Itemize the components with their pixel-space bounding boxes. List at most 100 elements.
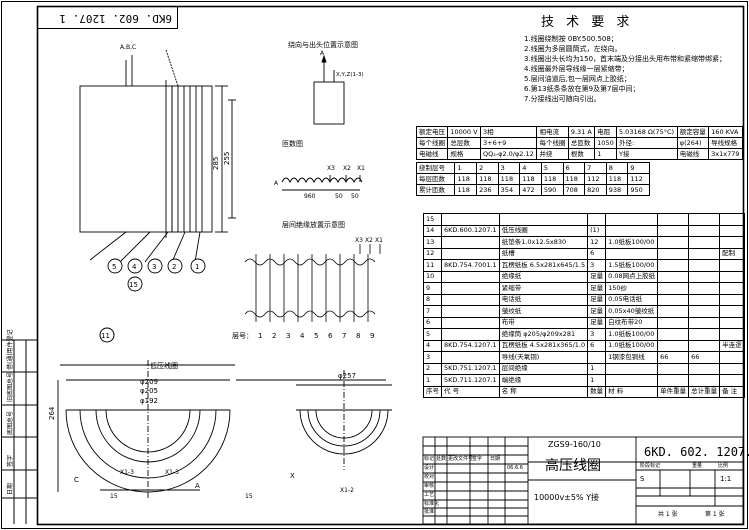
tech-requirements-title: 技 术 要 求 <box>541 15 634 30</box>
table-cell: 足量 <box>587 305 607 318</box>
mark-a: A <box>195 482 200 490</box>
table-cell <box>688 213 721 226</box>
cell: 590 <box>540 184 564 196</box>
part-name: 高压线圈 <box>545 458 601 474</box>
layer-6: 6 <box>328 332 333 340</box>
turns-960: 960 <box>304 193 316 200</box>
tb-stamp-date: 06.6.6 <box>507 465 523 471</box>
layer-insulation-title: 层间绝缘放置示意图 <box>282 221 345 229</box>
cell: 472 <box>519 184 542 196</box>
layer-9: 9 <box>370 332 374 340</box>
scale-label: 比例 <box>718 463 729 469</box>
label-abc: A,B,C <box>120 44 136 51</box>
callout-2: 2 <box>172 263 176 271</box>
tech-req-item: 3.线圈出头长均为150，首末端及分接出头用布带和紧缩带绑紧； <box>524 55 727 63</box>
tech-req-item: 4.线圈最外层导线缘一层紧缩带； <box>524 65 629 73</box>
table-cell: 足量 <box>587 270 607 283</box>
drawing-number: 6KD. 602. 1207. 1 <box>644 445 749 459</box>
sheet-number: 第 1 张 <box>705 511 725 518</box>
tap-x3: X3 <box>327 165 335 172</box>
cell: 354 <box>497 184 521 196</box>
layer-8: 8 <box>356 332 360 340</box>
tb-role-review: 审核 <box>424 483 435 489</box>
cell: 5 <box>540 162 564 174</box>
dim-257: φ257 <box>338 372 356 380</box>
layer-1: 1 <box>258 332 262 340</box>
label-low-coil: 低压线圈 <box>150 361 178 370</box>
dim-255: 255 <box>223 152 231 165</box>
tap-x2: X2 <box>343 165 351 172</box>
cell: 电磁线 <box>415 148 449 160</box>
table-cell: 12 <box>423 247 442 260</box>
table-cell: 备 注 <box>719 385 745 398</box>
tech-req-item: 6.第13纸条条放在第9及第7层中间； <box>524 85 640 93</box>
cell: 938 <box>605 184 629 196</box>
layer-5: 5 <box>314 332 318 340</box>
table-row: 序号代 号名 称数量材 料单件重量总计重量备 注 <box>423 385 745 398</box>
layer-turns-table: 绕制层号 1 2 3 4 5 6 7 8 9 每层匝数 118 118 118 … <box>415 162 650 196</box>
table-cell <box>688 224 721 237</box>
table-cell: 代 号 <box>441 385 500 398</box>
callout-3: 3 <box>152 263 156 271</box>
cell: 118 <box>540 173 564 185</box>
tb-role-design: 设计 <box>424 465 435 471</box>
cell: 950 <box>627 184 650 196</box>
cell: 根数 <box>567 148 596 160</box>
table-cell: 12 <box>587 236 607 249</box>
tech-req-item: 1.线圈绕制按 0BY.500.508； <box>524 35 618 43</box>
mark-x13b: X1-3 <box>165 469 179 476</box>
table-cell: 数量 <box>587 385 607 398</box>
stage-label: 阶段标记 <box>640 463 661 469</box>
tb-label-change-doc: 更改文件号 <box>448 456 474 462</box>
cell: 3x1x779 <box>708 148 743 160</box>
tech-requirements-list: 1.线圈绕制按 0BY.500.508； 2.线圈为多层圆筒式，左绕向。 3.线… <box>524 34 726 104</box>
tb-role-approve: 批准 <box>424 509 435 515</box>
dim-192: φ192 <box>140 397 158 405</box>
voltage-spec: 10000v±5% Y接 <box>534 493 600 502</box>
mark-x13a: X1-3 <box>120 469 134 476</box>
table-cell <box>719 224 745 237</box>
weight-label: 重量 <box>692 463 703 469</box>
winding-direction-title: 绕向与出头位置示意图 <box>288 41 358 49</box>
dim-205: φ205 <box>140 387 158 395</box>
dim-209: φ209 <box>140 378 158 386</box>
callout-5: 5 <box>112 263 116 271</box>
table-cell: (1) <box>587 224 607 237</box>
tap-a: A <box>274 180 279 187</box>
table-cell <box>719 236 745 249</box>
mark-15a: 15 <box>110 493 118 500</box>
model-number: ZGS9-160/10 <box>548 440 601 449</box>
tb-label-mark: 标记 <box>424 456 435 462</box>
dim-264: 264 <box>48 406 56 420</box>
turns-50a: 50 <box>335 193 343 200</box>
layer-3: 3 <box>286 332 290 340</box>
table-cell: 纸垫条1.0x12.5x830 <box>498 236 589 249</box>
cell: 1 <box>594 148 617 160</box>
table-cell: 序号 <box>423 385 442 398</box>
layer-tap-x1: X1 <box>375 237 383 244</box>
layer-tap-x2: X2 <box>365 237 373 244</box>
dim-285: 285 <box>212 157 220 170</box>
label-a-tap: A <box>320 50 325 57</box>
table-cell <box>719 213 745 226</box>
tap-x1: X1 <box>357 165 365 172</box>
sheet-total: 共 1 张 <box>658 511 678 518</box>
tb-role-check: 校对 <box>424 474 435 480</box>
callout-1: 1 <box>195 263 199 271</box>
tb-label-date: 日期 <box>490 456 501 462</box>
mark-x: X <box>290 472 295 480</box>
scale-value: 1:1 <box>720 475 732 483</box>
tb-role-standard: 标准化 <box>424 501 440 507</box>
tech-req-item: 5.层间油道后,包一层网点上胶纸； <box>524 75 631 83</box>
table-cell: 总计重量 <box>688 385 721 398</box>
